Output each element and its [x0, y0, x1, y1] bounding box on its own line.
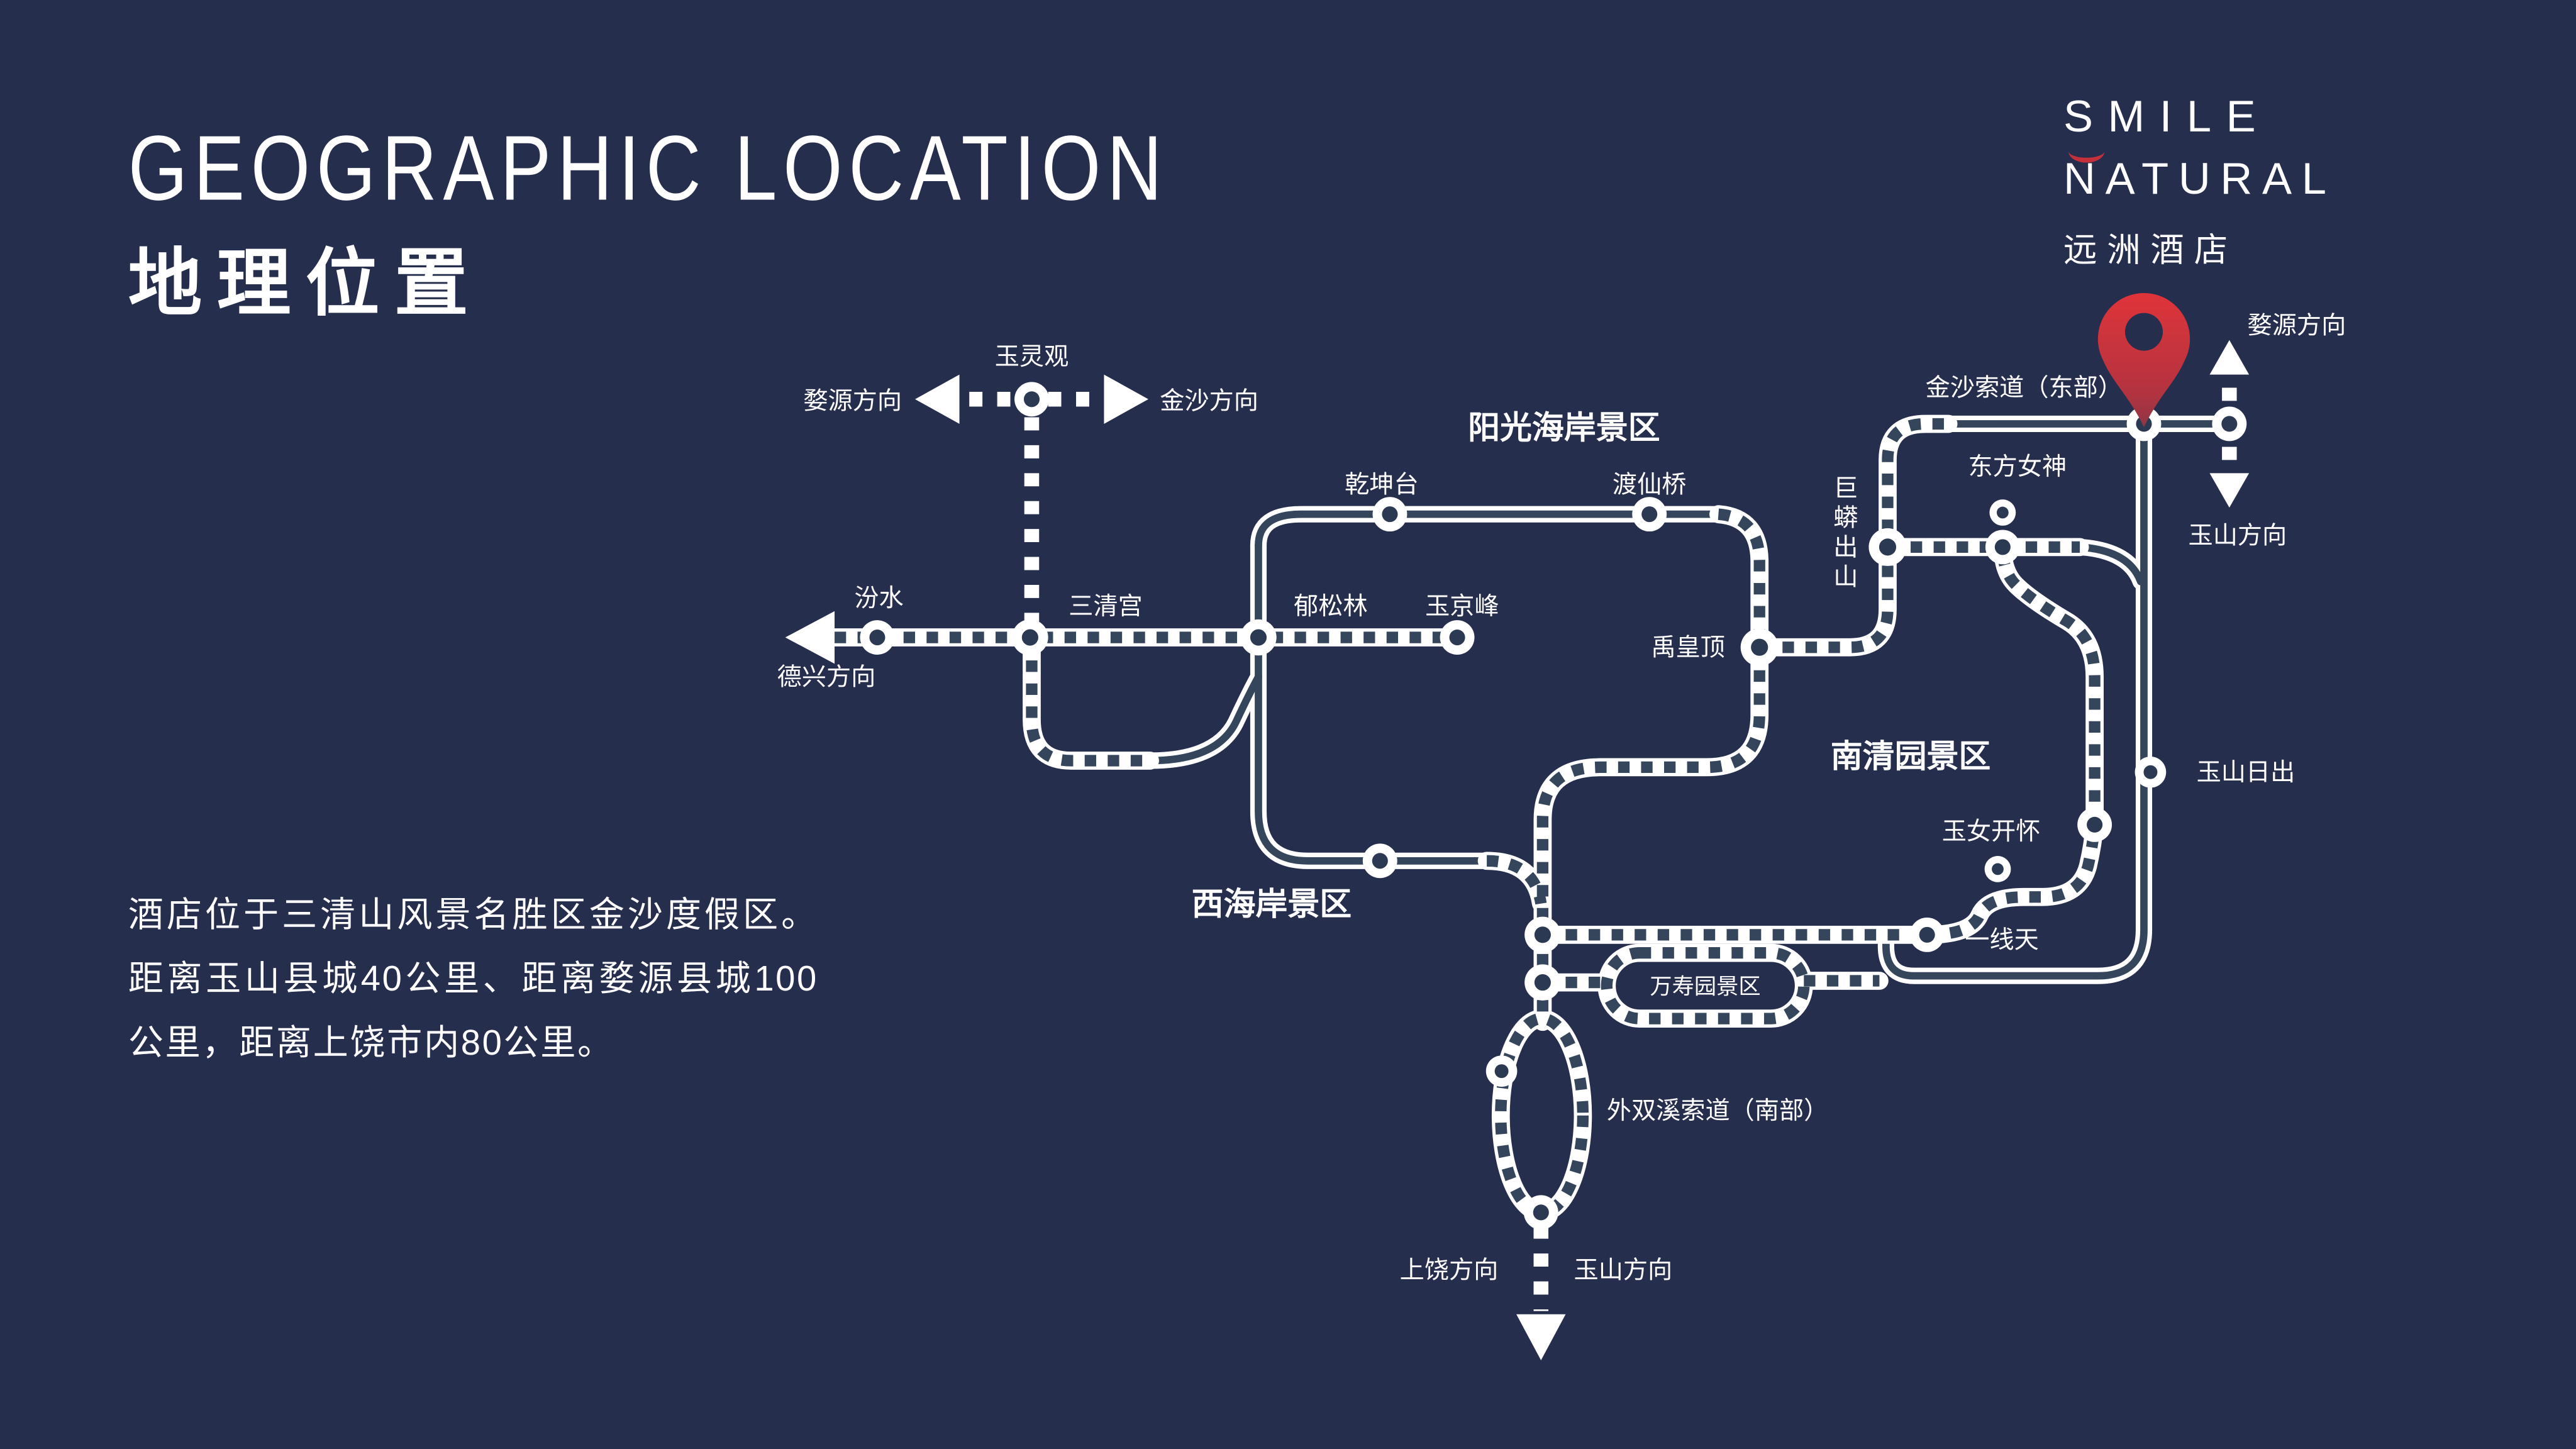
station-sanqinggong [1012, 619, 1048, 656]
dashed-paths [785, 340, 2250, 1360]
stations [860, 382, 2247, 1230]
label-region-nanqingyuan: 南清园景区 [1831, 738, 1991, 774]
label-dongfangnvshen: 东方女神 [1968, 453, 2067, 480]
label-wuyuan-west: 婺源方向 [803, 387, 902, 414]
label-yushanrichu: 玉山日出 [2197, 759, 2296, 786]
arrow-south-yushan [2209, 473, 2250, 508]
logo-line2: NATURAL [2063, 154, 2336, 204]
station-yixiantian [1909, 917, 1945, 952]
station-yuhuangding [1740, 628, 1779, 667]
station-yulingguan [1014, 382, 1049, 417]
arrow-west-dexing [785, 611, 835, 664]
logo-line1: SMILE [2063, 92, 2271, 142]
station-dongfangnvshen-line [1985, 530, 2020, 565]
route-railway-lines [825, 414, 2104, 1222]
label-yushan-south: 玉山方向 [1574, 1257, 1673, 1284]
label-region-wanshouyuan: 万寿园景区 [1650, 974, 1760, 999]
label-yushan-east: 玉山方向 [2189, 523, 2287, 550]
label-yulingguan: 玉灵观 [995, 343, 1069, 370]
station-oval-bottom [1523, 1195, 1558, 1230]
station-xihaian-mid [1362, 843, 1397, 879]
label-shangrao: 上饶方向 [1400, 1257, 1499, 1284]
station-duxianqiao [1632, 497, 1667, 532]
smile-arc-icon [2068, 142, 2105, 163]
station-yujingfeng [1440, 620, 1475, 655]
station-fenshui [860, 620, 895, 655]
label-yujingfeng: 玉京峰 [1425, 593, 1499, 620]
station-oval-left [1485, 1055, 1518, 1087]
label-qiankuntai: 乾坤台 [1345, 472, 1419, 499]
label-jinsha-east: 金沙方向 [1160, 387, 1258, 414]
station-yunvkaihuai-line [2077, 807, 2112, 842]
page-title-en: GEOGRAPHIC LOCATION [128, 116, 1169, 220]
arrow-west-wuyuan [915, 374, 960, 424]
station-yusonglin [1240, 619, 1277, 656]
label-region-xihaian: 西海岸景区 [1192, 886, 1352, 922]
station-arrow-junction [2212, 406, 2247, 441]
page-title-zh: 地理位置 [128, 242, 484, 326]
label-region-yangguang: 阳光海岸景区 [1468, 409, 1660, 445]
label-dexing: 德兴方向 [777, 663, 876, 691]
label-yixiantian: 一线天 [1965, 926, 2039, 953]
arrow-south-shangrao [1516, 1314, 1566, 1360]
label-yunvkaihuai: 玉女开怀 [1942, 818, 2041, 845]
label-duxianqiao: 渡仙桥 [1613, 472, 1687, 499]
logo-line3: 远洲酒店 [2063, 231, 2238, 270]
label-fenshui: 汾水 [854, 585, 903, 612]
brand-logo: SMILE NATURAL 远洲酒店 [2063, 92, 2392, 271]
label-yusonglin: 郁松林 [1294, 593, 1368, 620]
label-yuhuangding: 禹皇顶 [1651, 634, 1725, 661]
station-qiankuntai [1372, 497, 1407, 532]
station-jumang-junction [1868, 528, 1907, 566]
station-yunvkaihuai-dot [1984, 855, 2011, 882]
label-wuyuan-northeast: 婺源方向 [2248, 312, 2346, 339]
label-jumangchushan: 巨蟒出山 [1830, 474, 1858, 594]
route-yangguang-line [1141, 415, 2238, 984]
intro-paragraph: 酒店位于三清山风景名胜区金沙度假区。距离玉山县城40公里、距离婺源县城100公里… [128, 895, 818, 1063]
station-junction-a [1524, 916, 1561, 953]
station-yushanrichu [2135, 756, 2167, 788]
label-sanqinggong: 三清宫 [1069, 593, 1143, 620]
arrow-east-jinsha [1104, 374, 1148, 424]
station-dongfangnvshen-dot [1989, 499, 2016, 526]
arrow-north-wuyuan [2209, 340, 2250, 375]
station-junction-b [1524, 964, 1561, 1001]
label-jinshasuodao: 金沙索道（东部） [1926, 375, 2123, 402]
label-waishuangxi: 外双溪索道（南部） [1607, 1097, 1829, 1124]
location-pin-icon [2097, 292, 2190, 428]
